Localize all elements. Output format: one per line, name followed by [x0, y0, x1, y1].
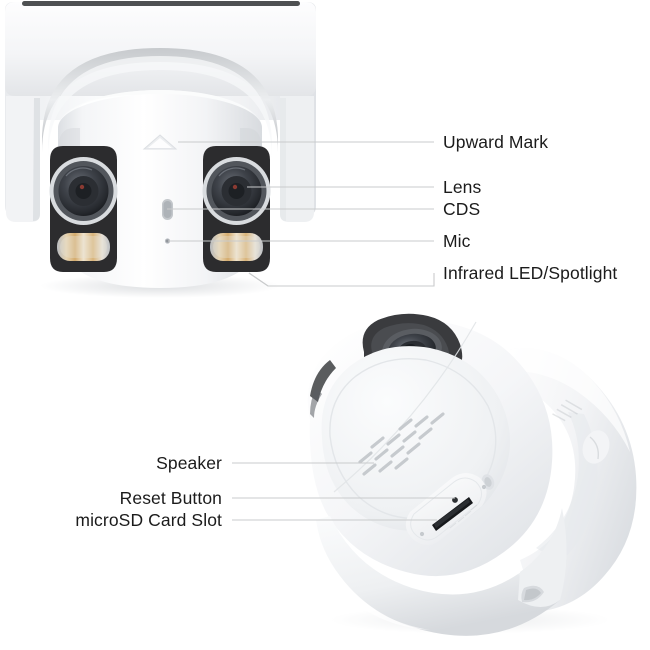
- callout-label-cds: CDS: [443, 199, 481, 219]
- lower-leader-lines: [232, 462, 455, 521]
- bottom-cover-plate: [321, 321, 510, 545]
- upward-mark-indicator: [142, 134, 178, 150]
- callout-label-mic: Mic: [443, 231, 471, 251]
- lower-camera-bottom-view: [307, 313, 637, 636]
- callout-label-reset-button: Reset Button: [119, 488, 222, 508]
- left-lens-module: [49, 146, 118, 272]
- leader-infrared-led-2: [248, 272, 434, 287]
- upper-camera-front-view: [5, 1, 316, 298]
- upper-leader-lines: [167, 141, 435, 287]
- mic-pinhole: [164, 238, 171, 244]
- callout-label-infrared-led-spotlight: Infrared LED/Spotlight: [443, 263, 618, 283]
- callout-label-lens: Lens: [443, 177, 482, 197]
- callout-label-speaker: Speaker: [156, 453, 222, 473]
- embossed-brand-mark: [552, 399, 583, 422]
- reset-and-card-plate: [405, 473, 487, 545]
- speaker-grille: [358, 412, 445, 476]
- callout-label-microsd-card-slot: microSD Card Slot: [75, 510, 222, 530]
- callout-label-upward-mark: Upward Mark: [443, 132, 549, 152]
